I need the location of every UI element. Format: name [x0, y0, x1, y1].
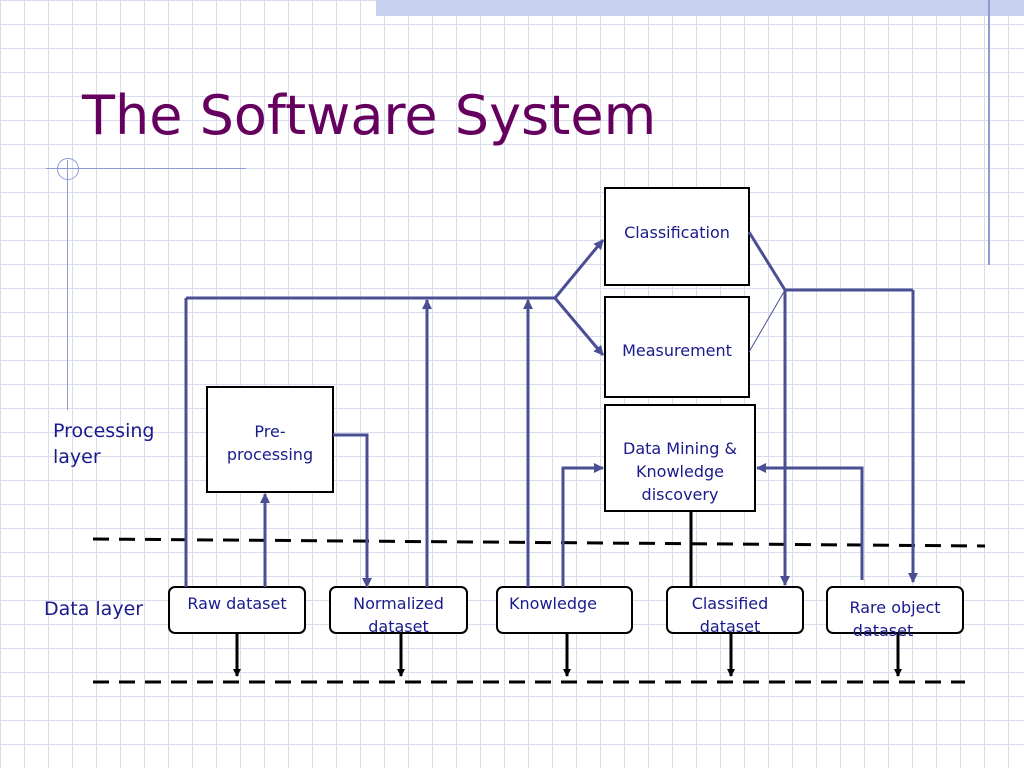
rare-object-dataset-label: Rare object dataset	[827, 596, 963, 642]
accent-bar	[376, 0, 1024, 16]
normalized-dataset-label-line2: dataset	[368, 617, 429, 636]
knowledge-to-datamining-arrow	[561, 463, 604, 587]
knowledge-label-line1: Knowledge	[509, 594, 597, 613]
rare-to-datamining-arrow	[756, 463, 864, 580]
processing-layer-label-line1: Processing	[53, 420, 155, 442]
data-mining-label-line2: Knowledge	[636, 462, 724, 481]
data-mining-label: Data Mining & Knowledge discovery	[605, 437, 755, 506]
classification-out-connector	[747, 231, 787, 291]
measurement-out-connector	[748, 289, 786, 353]
processing-layer-label: Processing layer	[53, 418, 154, 470]
crosshair-decoration-vertical	[67, 160, 68, 410]
rare-object-dataset-label-line1: Rare object	[849, 598, 941, 617]
normalized-dataset-label: Normalized dataset	[330, 592, 467, 638]
preprocessing-label-line2: processing	[226, 445, 314, 464]
bus-to-measurement-arrow	[553, 297, 605, 356]
crosshair-decoration	[46, 168, 246, 169]
data-mining-label-line3: discovery	[641, 485, 719, 504]
classified-dataset-label: Classified dataset	[667, 592, 793, 638]
normalized-dataset-label-line1: Normalized	[353, 594, 444, 613]
accent-line-right	[988, 0, 990, 265]
classified-dataset-box	[666, 586, 804, 634]
measurement-box	[604, 296, 750, 398]
data-mining-label-line1: Data Mining &	[623, 439, 737, 458]
normalized-dataset-box	[329, 586, 468, 634]
preprocessing-to-normalized-arrow	[333, 433, 372, 588]
classification-box	[604, 187, 750, 286]
processing-layer-label-line2: layer	[53, 446, 101, 468]
crosshair-circle	[57, 158, 79, 180]
data-layer-label: Data layer	[44, 598, 144, 620]
preprocessing-box	[206, 386, 334, 493]
raw-dataset-label: Raw dataset	[169, 592, 305, 615]
data-mining-box	[604, 404, 756, 512]
classified-dataset-label-line2: dataset	[699, 617, 761, 636]
rare-object-dataset-label-line2: dataset	[852, 621, 914, 640]
knowledge-label: Knowledge	[497, 592, 609, 615]
measurement-label: Measurement	[622, 341, 732, 360]
preprocessing-label-line1: Pre-	[254, 422, 286, 441]
layer-separator-top	[92, 537, 986, 548]
rare-object-dataset-box	[826, 586, 964, 634]
classified-dataset-label-line1: Classified	[691, 594, 769, 613]
bus-to-classification-arrow	[553, 239, 605, 299]
slide-title: The Software System	[82, 84, 657, 147]
preprocessing-label: Pre- processing	[207, 420, 333, 466]
classification-label: Classification	[624, 223, 730, 242]
raw-dataset-label-line1: Raw dataset	[187, 594, 287, 613]
